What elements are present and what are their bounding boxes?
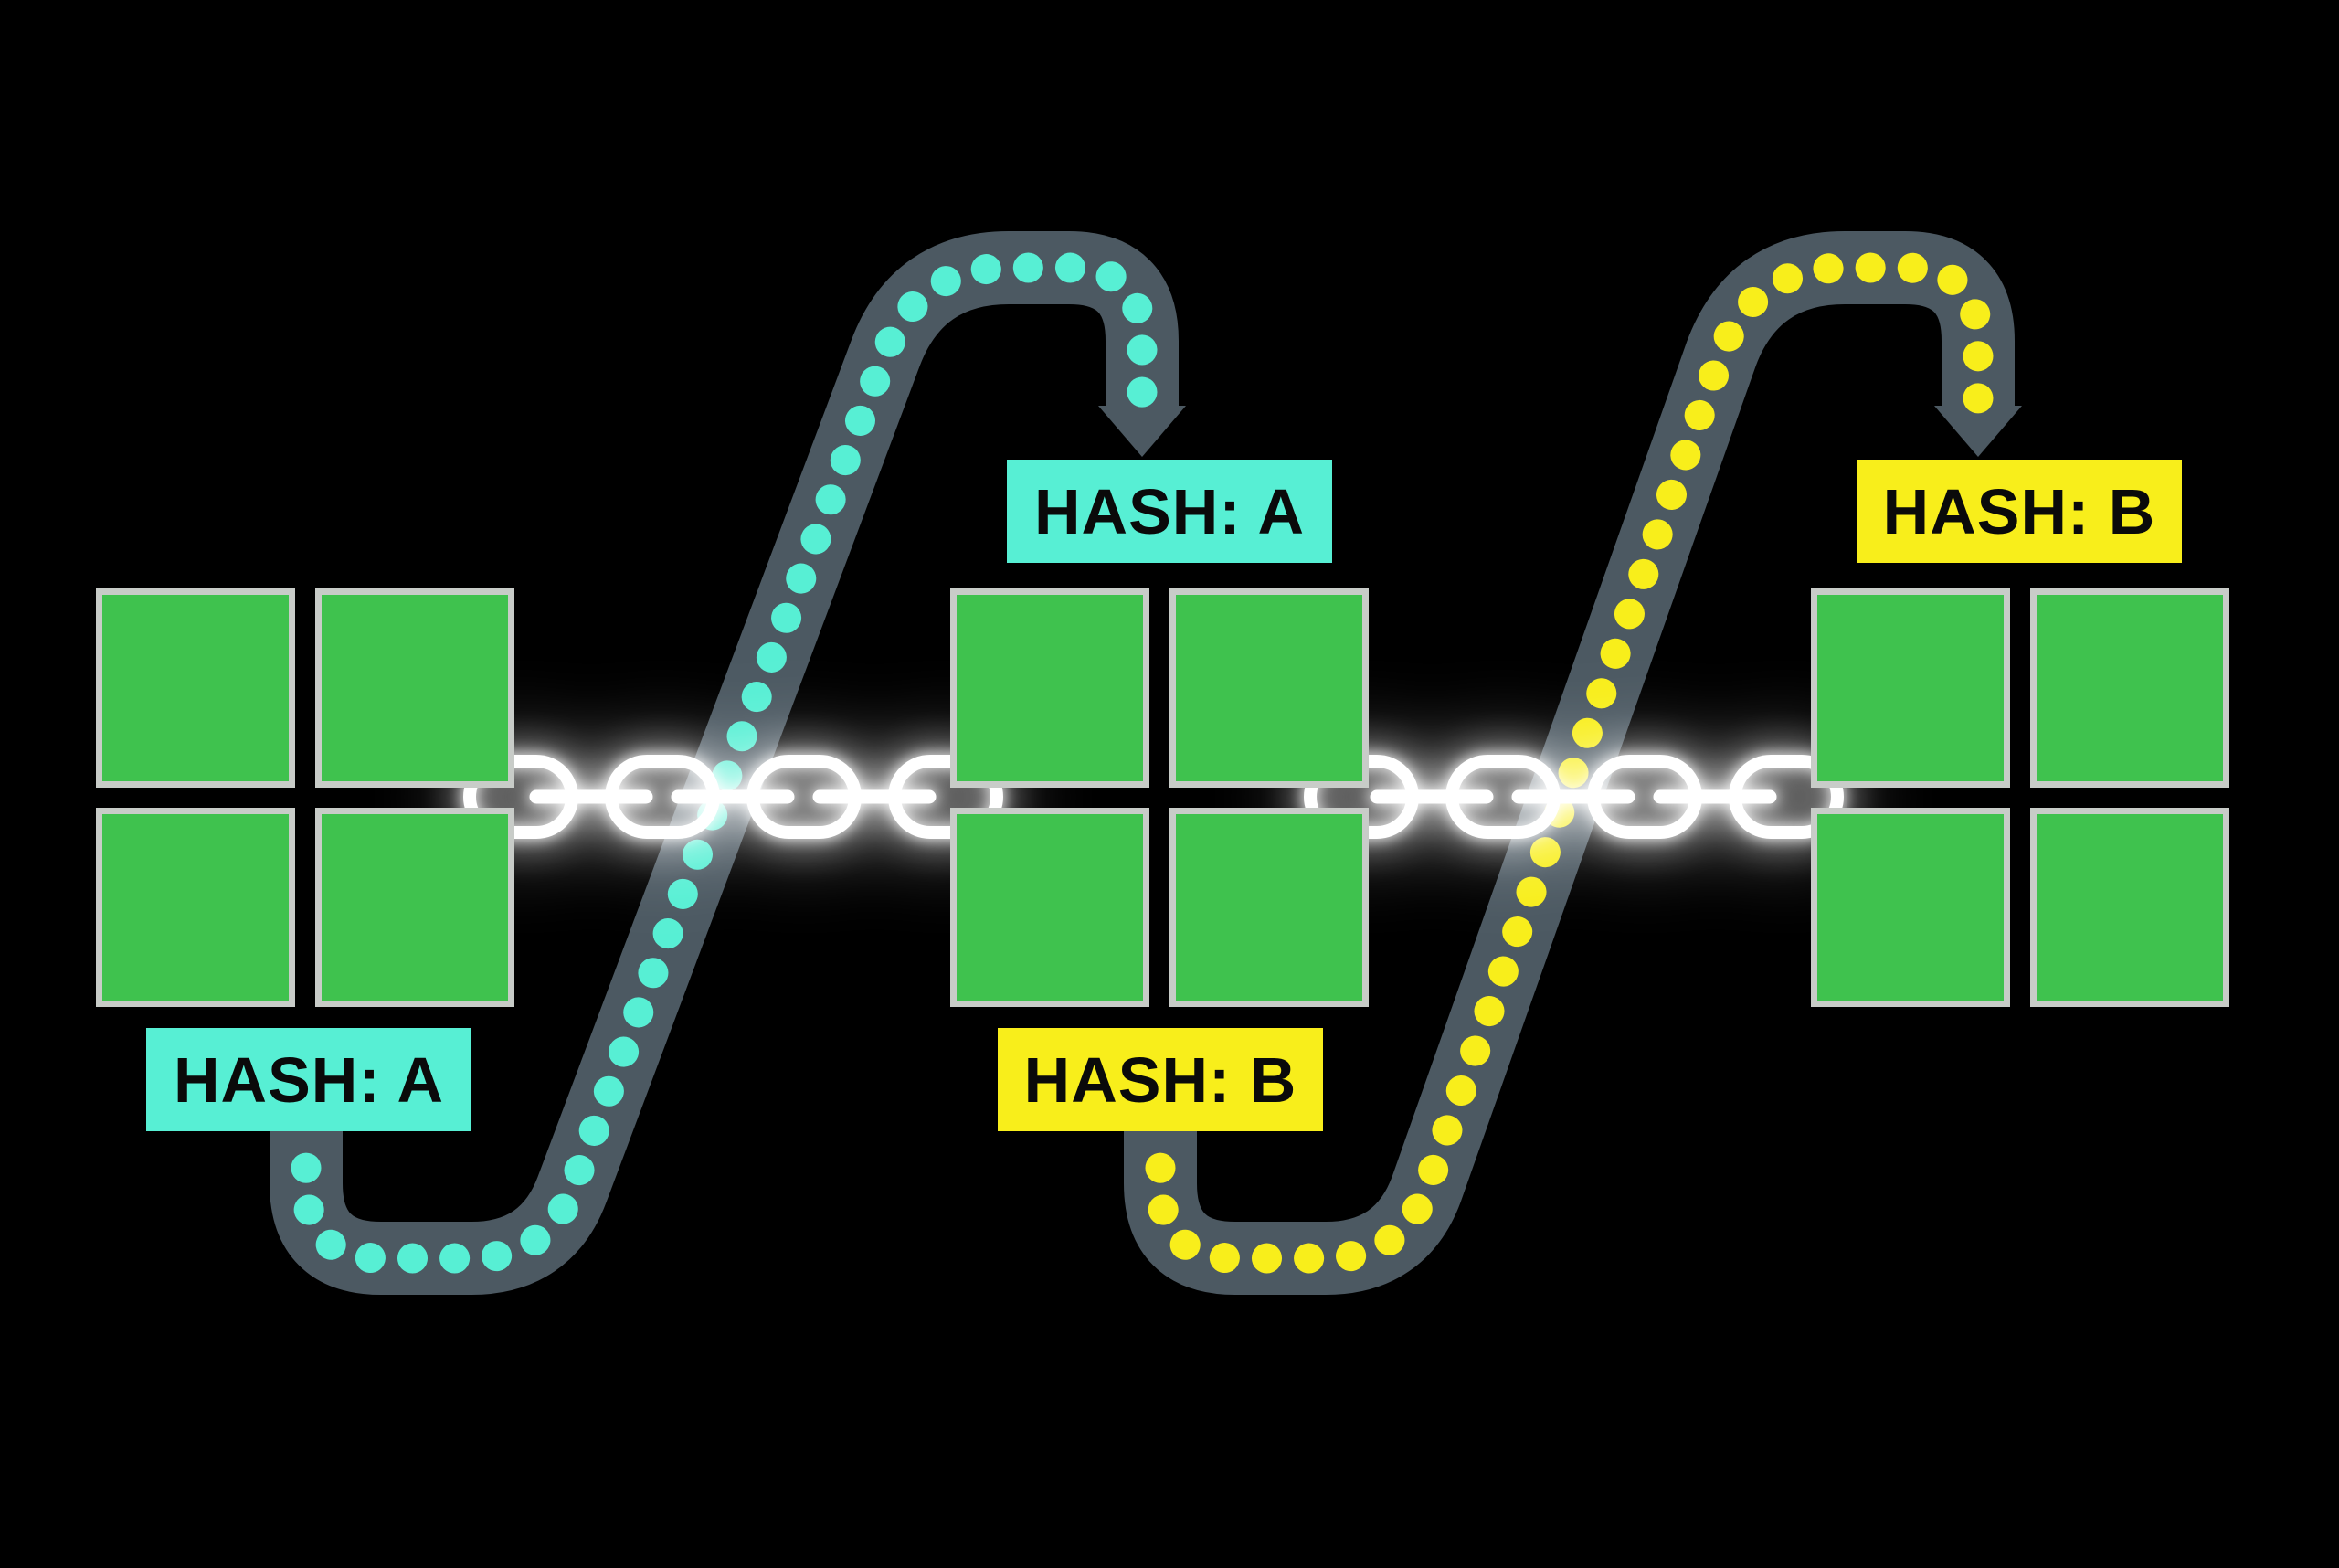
block-square bbox=[1811, 588, 2010, 788]
hash-a-flow bbox=[270, 231, 1186, 1295]
block1-hash-label: HASH: A bbox=[146, 1028, 471, 1131]
block-square bbox=[315, 808, 514, 1007]
block-square bbox=[950, 588, 1149, 788]
block-square bbox=[96, 588, 295, 788]
block-square bbox=[2030, 588, 2229, 788]
block-square bbox=[1170, 808, 1369, 1007]
block2-prev-hash-label: HASH: A bbox=[1007, 460, 1332, 563]
hash-b-flow bbox=[1124, 231, 2022, 1295]
hash-a-flow-dots bbox=[291, 252, 1158, 1274]
hash-b-flow-dots bbox=[1145, 252, 1994, 1274]
block-square bbox=[950, 808, 1149, 1007]
block-square bbox=[315, 588, 514, 788]
chain-link-icon bbox=[1729, 755, 1844, 839]
block-square bbox=[96, 808, 295, 1007]
block-square bbox=[1811, 808, 2010, 1007]
block3-prev-hash-label: HASH: B bbox=[1857, 460, 2182, 563]
chain-link-icon bbox=[888, 755, 1003, 839]
hash-a-arrowhead-icon bbox=[1098, 406, 1186, 457]
block2-hash-label: HASH: B bbox=[998, 1028, 1323, 1131]
chain-segment-left bbox=[463, 755, 1003, 839]
block-square bbox=[1170, 588, 1369, 788]
hash-b-arrowhead-icon bbox=[1934, 406, 2022, 457]
block-square bbox=[2030, 808, 2229, 1007]
